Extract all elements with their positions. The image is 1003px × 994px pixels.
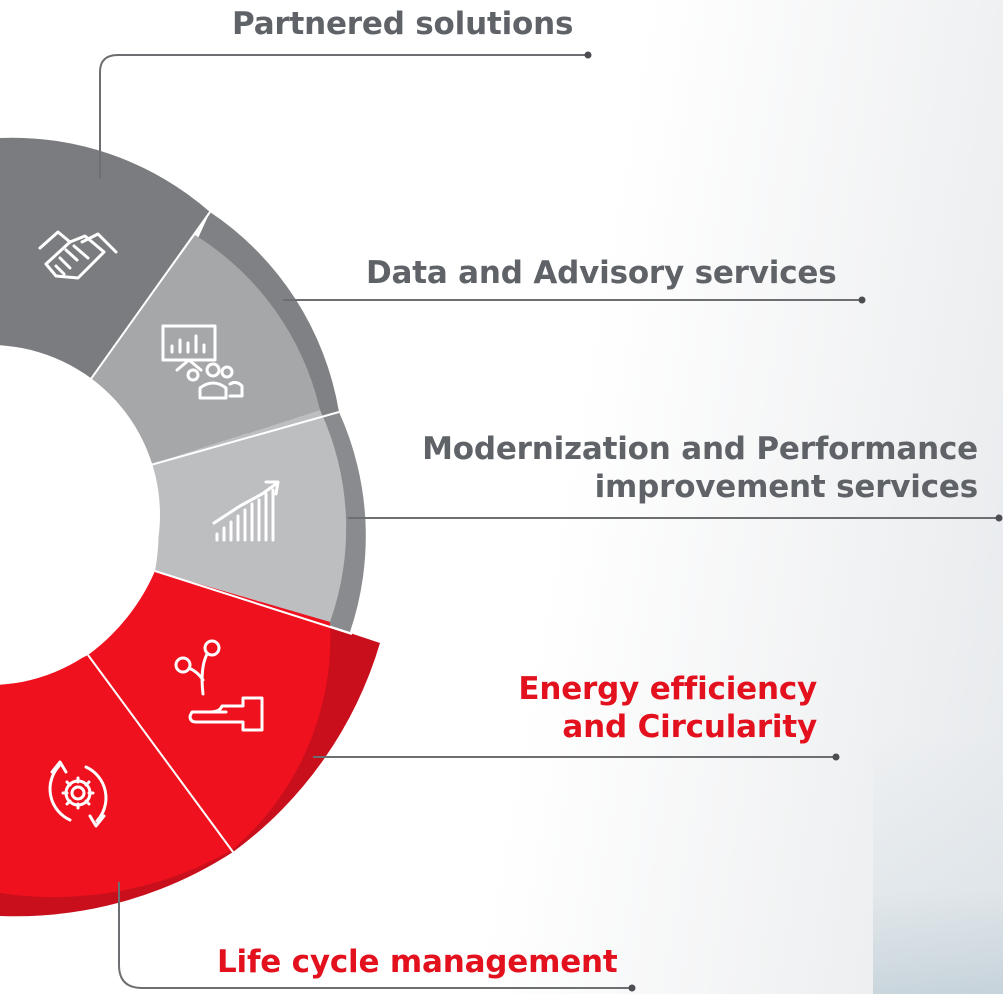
label-line: Data and Advisory services	[366, 255, 837, 291]
connector-dots	[584, 51, 1003, 992]
segment-partnered	[0, 137, 210, 383]
label-line: Life cycle management	[217, 944, 618, 980]
segment-modernization	[147, 410, 347, 622]
label-line: Energy efficiency	[518, 671, 817, 707]
label-line: and Circularity	[562, 708, 817, 745]
plant-hand-icon	[174, 639, 264, 732]
center-hole	[0, 345, 160, 685]
handshake-icon	[38, 230, 118, 280]
label-line: improvement services	[594, 468, 979, 505]
presentation-icon	[161, 324, 244, 400]
connector-lines	[99, 54, 999, 989]
growth-chart-icon	[212, 480, 280, 542]
label-partnered-solutions: Partnered solutions	[232, 6, 573, 44]
label-line: Modernization and Performance	[422, 431, 978, 467]
segment-dividers	[87, 211, 353, 853]
label-life-cycle: Life cycle management	[217, 944, 618, 982]
label-modernization: Modernization and Performance improvemen…	[422, 431, 978, 507]
label-line: Partnered solutions	[232, 6, 574, 42]
segment-lifecycle	[0, 655, 232, 898]
label-data-advisory: Data and Advisory services	[366, 255, 837, 293]
background-photo-hint	[873, 734, 1003, 994]
label-energy-efficiency: Energy efficiency and Circularity	[518, 671, 817, 747]
cycle-gear-icon	[48, 760, 108, 828]
